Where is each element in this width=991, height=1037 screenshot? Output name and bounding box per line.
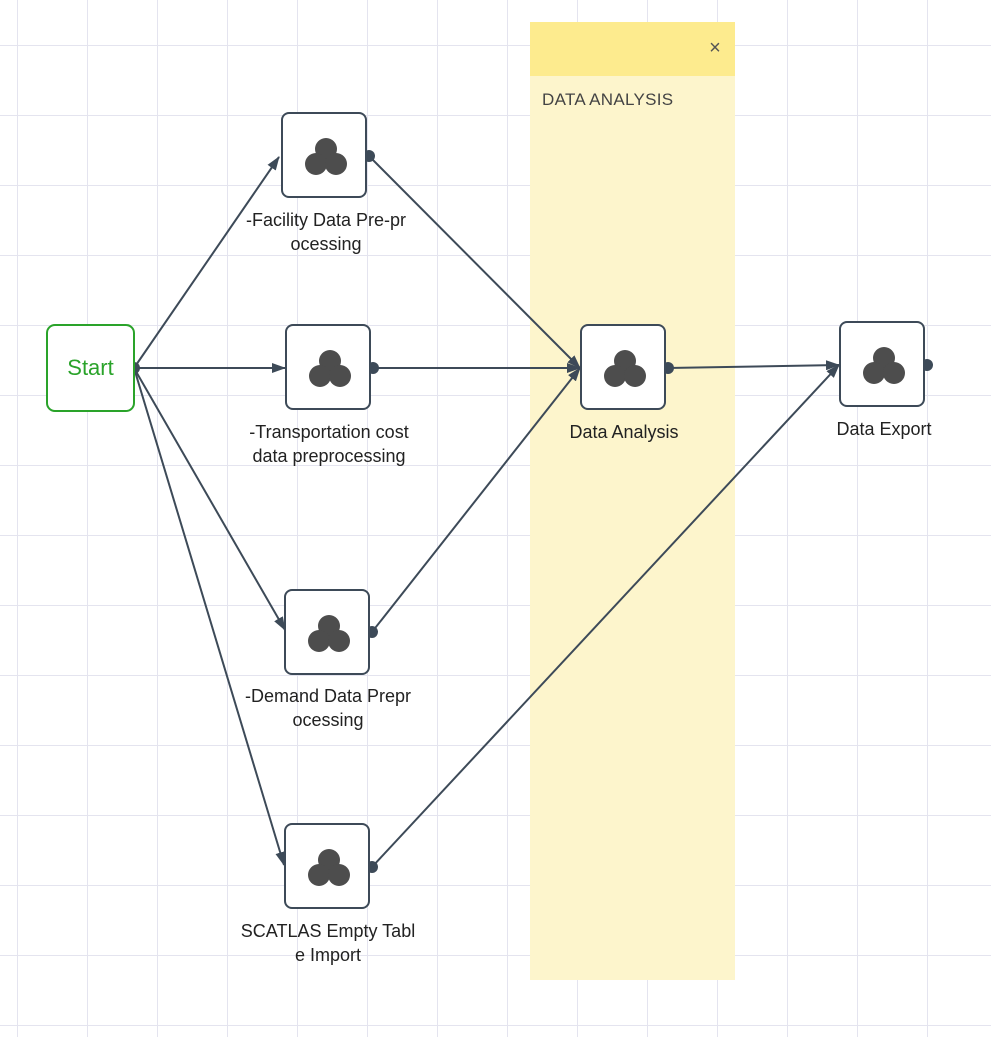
group-header: ×	[530, 22, 735, 76]
close-icon[interactable]: ×	[709, 37, 721, 59]
edge-start-to-scatlas[interactable]	[133, 367, 286, 866]
export-node-label: Data Export	[836, 419, 932, 439]
edge-facility-to-analysis[interactable]	[368, 155, 581, 369]
demand-node-label: -Demand Data Prepr ocessing	[244, 686, 412, 730]
three-circles-icon	[863, 347, 905, 384]
three-circles-icon	[604, 350, 646, 387]
edge-analysis-to-export[interactable]	[667, 360, 840, 371]
demand-preprocessing-node[interactable]	[284, 589, 370, 675]
three-circles-icon	[305, 138, 347, 175]
edge-start-to-facility[interactable]	[133, 156, 280, 369]
edge-scatlas-to-export[interactable]	[371, 364, 840, 868]
data-analysis-group[interactable]: × DATA ANALYSIS	[530, 22, 735, 980]
data-analysis-node[interactable]	[580, 324, 666, 410]
three-circles-icon	[309, 350, 351, 387]
edge-start-to-demand[interactable]	[133, 367, 286, 631]
three-circles-icon	[308, 615, 350, 652]
facility-node-label: -Facility Data Pre-pr ocessing	[245, 210, 407, 254]
edge-demand-to-analysis[interactable]	[371, 367, 581, 633]
analysis-node-label: Data Analysis	[569, 422, 679, 442]
start-node[interactable]: Start	[46, 324, 135, 412]
data-export-node[interactable]	[839, 321, 925, 407]
scatlas-import-node[interactable]	[284, 823, 370, 909]
transport-node-label: -Transportation cost data preprocessing	[249, 422, 409, 466]
group-title: DATA ANALYSIS	[542, 90, 674, 109]
scatlas-node-label: SCATLAS Empty Tabl e Import	[240, 921, 416, 965]
facility-preprocessing-node[interactable]	[281, 112, 367, 198]
transportation-preprocessing-node[interactable]	[285, 324, 371, 410]
three-circles-icon	[308, 849, 350, 886]
